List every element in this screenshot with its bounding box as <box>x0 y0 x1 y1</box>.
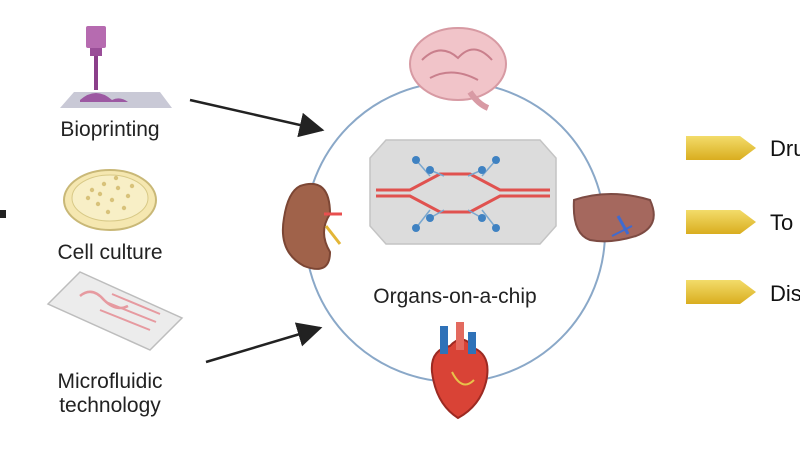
label-cell-culture: Cell culture <box>40 241 180 265</box>
arrow-microfluidic-to-circle <box>205 322 323 364</box>
organs-on-a-chip-text: Organs-on-a-chip <box>373 285 537 308</box>
cell-dot <box>129 183 135 189</box>
chip-node <box>492 156 500 164</box>
cell-dot <box>115 185 121 191</box>
kidney-icon <box>282 183 342 270</box>
organ-chip-icon <box>369 139 557 245</box>
arrow-bioprinting-to-circle <box>189 98 325 138</box>
application-label-3: Dis <box>770 281 800 306</box>
chip-node <box>412 156 420 164</box>
bioprinting-text: Bioprinting <box>60 118 160 141</box>
cell-dot <box>113 175 119 181</box>
petri-dish-icon <box>63 169 157 231</box>
label-bioprinting: Bioprinting <box>40 118 180 142</box>
chip-node <box>426 214 434 222</box>
application-tabs <box>686 136 756 304</box>
application-pointer-2 <box>686 210 756 234</box>
center-label: Organs-on-a-chip <box>350 285 560 309</box>
chip-node <box>426 166 434 174</box>
cell-dot <box>105 209 111 215</box>
microfluidic-text-line1: Microfluidic <box>57 370 163 393</box>
cell-culture-text: Cell culture <box>57 241 163 264</box>
application-label-1: Dru <box>770 136 800 161</box>
left-edge-arrow <box>0 210 6 218</box>
brain-icon <box>409 27 507 111</box>
heart-icon <box>430 322 489 420</box>
cell-dot <box>109 197 115 203</box>
chip-node <box>478 166 486 174</box>
application-label-2: To <box>770 210 794 235</box>
liver-icon <box>572 193 655 243</box>
cell-dot <box>101 181 107 187</box>
cell-dot <box>85 195 91 201</box>
cell-dot <box>121 205 127 211</box>
label-microfluidic: Microfluidic technology <box>40 370 180 418</box>
application-pointer-3 <box>686 280 756 304</box>
microfluidic-text-line2: technology <box>59 394 161 417</box>
cell-dot <box>125 193 131 199</box>
cell-dot <box>97 191 103 197</box>
cell-dot <box>89 187 95 193</box>
microfluidic-chip-icon <box>46 271 184 351</box>
cell-dot <box>95 201 101 207</box>
chip-node <box>492 224 500 232</box>
application-pointer-1 <box>686 136 756 160</box>
bioprinter-icon <box>60 26 172 108</box>
chip-node <box>412 224 420 232</box>
chip-node <box>478 214 486 222</box>
